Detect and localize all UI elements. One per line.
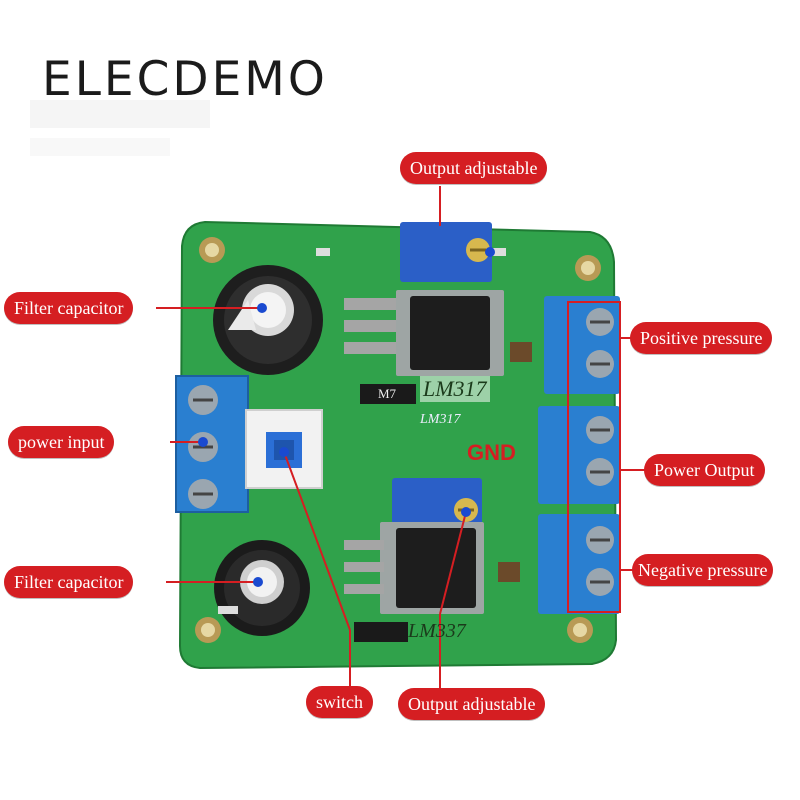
potentiometer-top [400, 222, 492, 282]
regulator-lm317-chip [344, 290, 504, 376]
mounting-screw-top-left [199, 237, 225, 263]
output-terminal-negative [538, 514, 620, 614]
diode-marking: M7 [378, 386, 397, 401]
lm337-marking: LM337 [408, 620, 466, 642]
mounting-screw-bottom-left [195, 617, 221, 643]
diode-top [360, 384, 416, 404]
output-terminal-gnd [538, 406, 620, 504]
callout-dots [198, 247, 495, 587]
label-switch: switch [306, 686, 373, 718]
label-output-adjustable-top: Output adjustable [400, 152, 548, 184]
filter-capacitor-bottom [214, 540, 310, 636]
mounting-screw-top-right [575, 255, 601, 281]
brand-watermark [30, 100, 210, 160]
brand-logo-text: ELECDEMO [42, 52, 328, 107]
gnd-label: GND [467, 440, 516, 465]
label-filter-capacitor-bottom: Filter capacitor [4, 566, 134, 598]
power-input-terminal [175, 375, 249, 513]
label-negative-pressure: Negative pressure [632, 554, 774, 586]
callout-leader-lines [156, 186, 646, 688]
diode-bottom [354, 622, 408, 642]
mounting-screw-bottom-right [567, 617, 593, 643]
label-power-output: Power Output [644, 454, 765, 486]
label-filter-capacitor-top: Filter capacitor [4, 292, 134, 324]
output-highlight-box [567, 301, 621, 613]
label-power-input: power input [8, 426, 115, 458]
label-positive-pressure: Positive pressure [630, 322, 773, 354]
label-output-adjustable-bottom: Output adjustable [398, 688, 546, 720]
output-terminal-positive [544, 296, 620, 394]
lm317-marking: LM317 [420, 376, 490, 402]
lm317-small-marking: LM317 [420, 412, 461, 427]
filter-capacitor-top [213, 265, 323, 375]
